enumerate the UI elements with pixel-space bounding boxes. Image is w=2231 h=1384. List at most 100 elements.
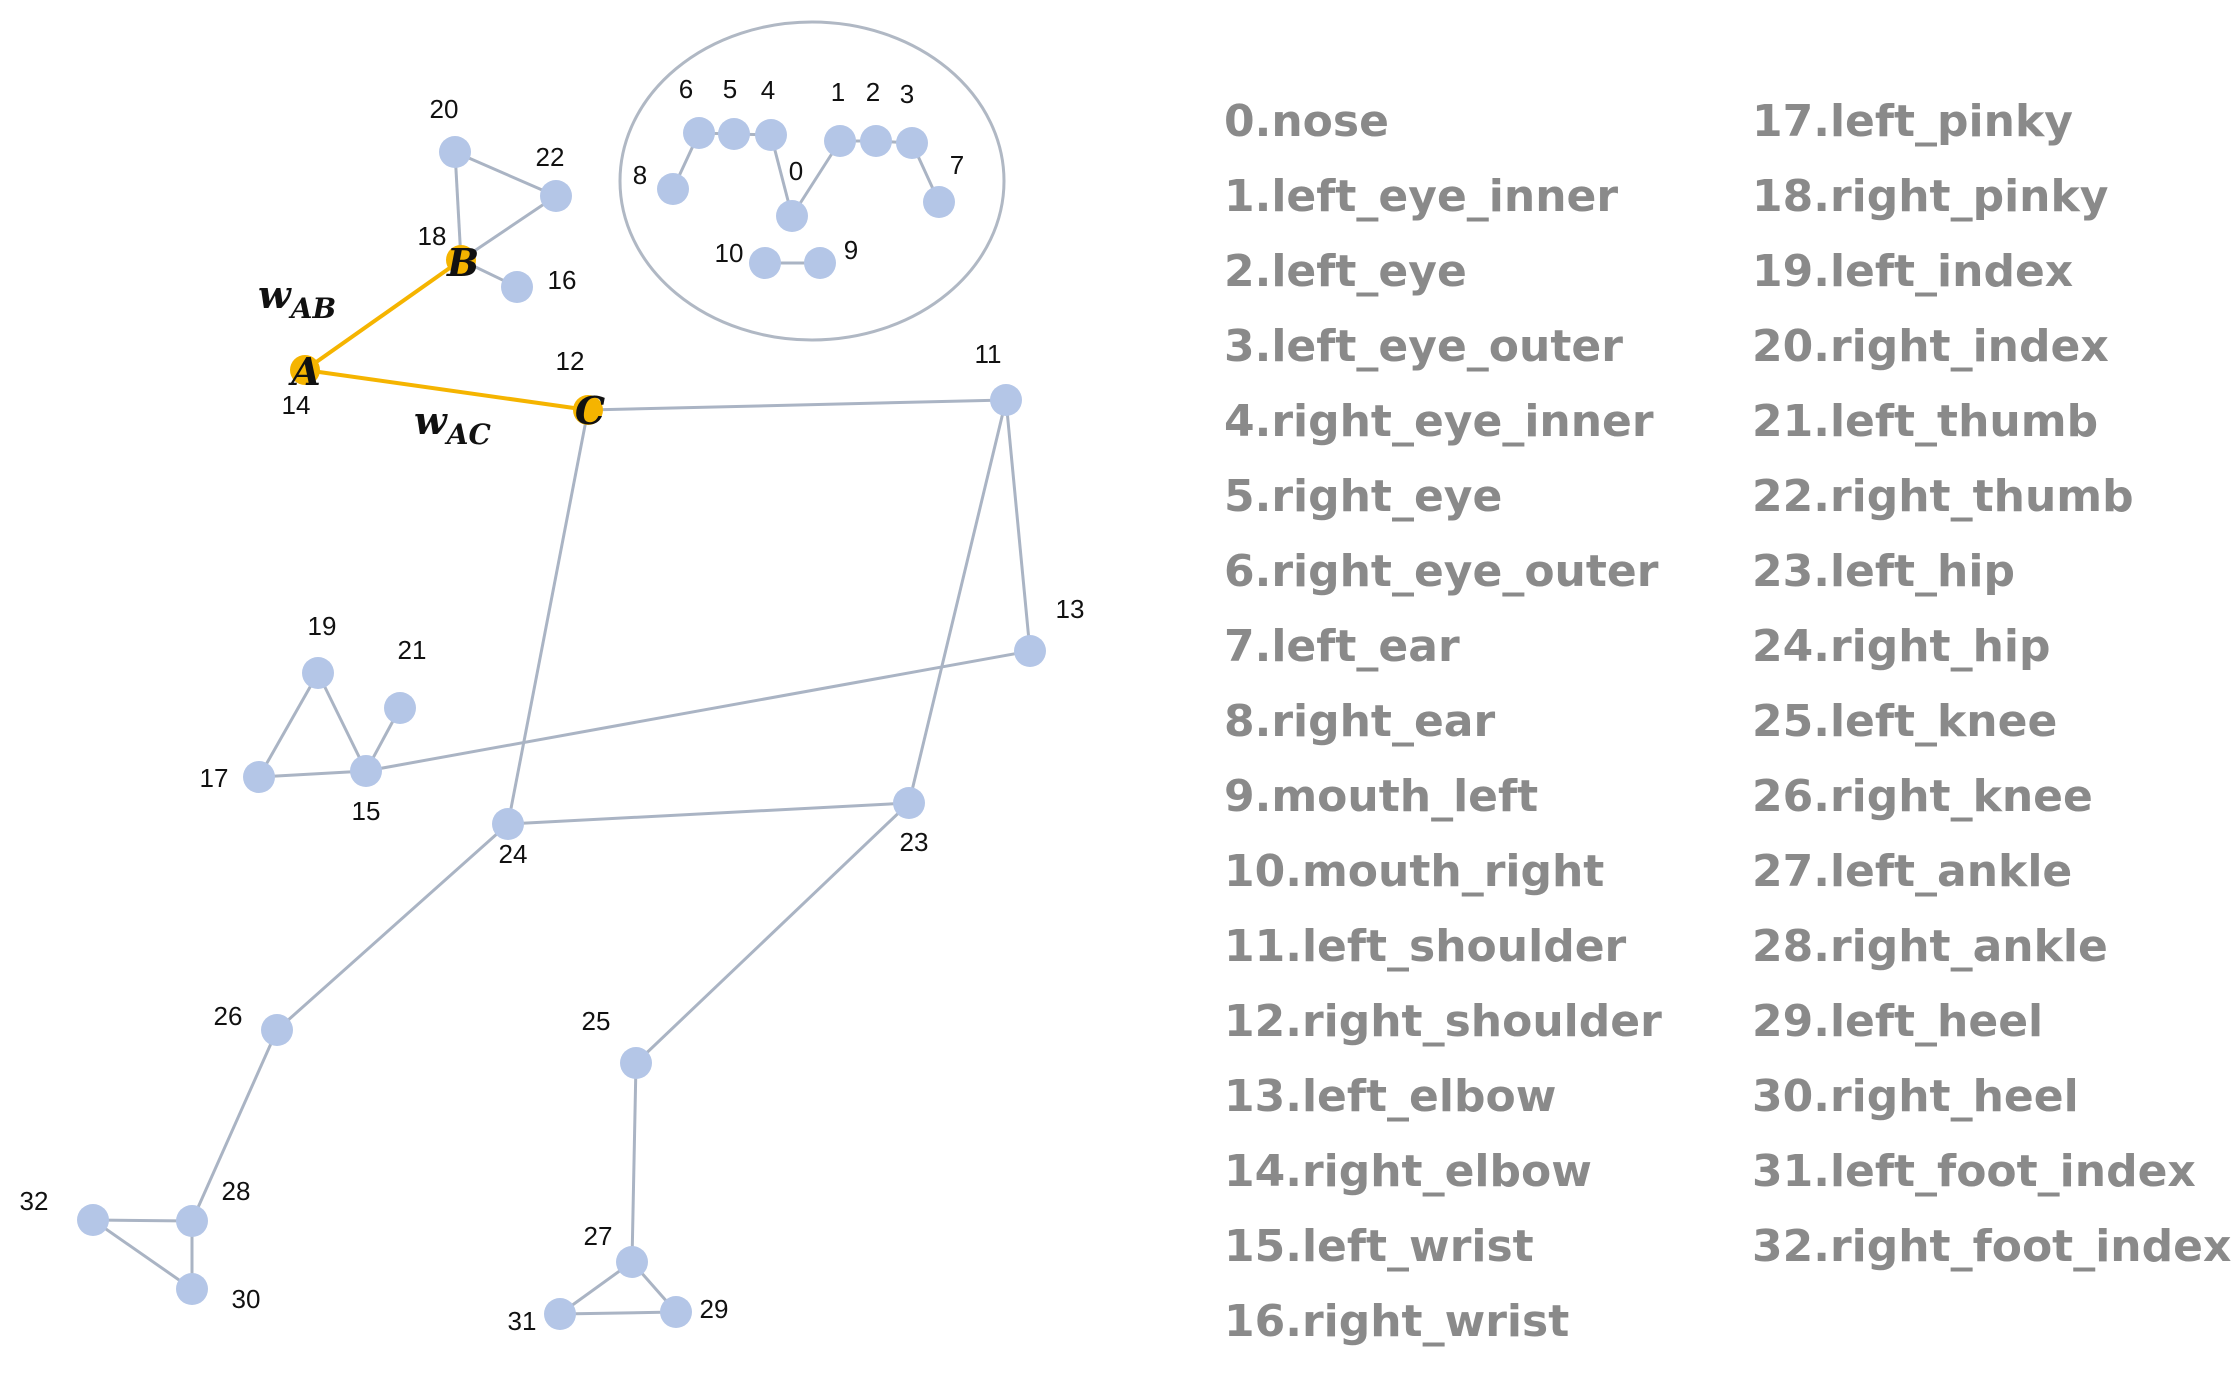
legend-item-right-9: 26.right_knee	[1752, 771, 2093, 822]
weight-ab-subscript: AB	[288, 292, 336, 325]
node-26	[261, 1014, 293, 1046]
legend-item-left-14: 14.right_elbow	[1224, 1146, 1592, 1197]
node-24	[492, 808, 524, 840]
node-20	[439, 136, 471, 168]
legend-item-right-11: 28.right_ankle	[1752, 921, 2108, 972]
legend-item-left-13: 13.left_elbow	[1224, 1071, 1557, 1122]
edge-20-18	[453, 151, 463, 261]
edge-28-32	[92, 1218, 193, 1223]
edge-layer	[92, 131, 1032, 1316]
node-4	[755, 119, 787, 151]
node-32	[77, 1204, 109, 1236]
node-label-5: 5	[723, 74, 737, 104]
highlight-edge-14-18	[303, 258, 463, 372]
node-label-10: 10	[715, 238, 744, 268]
node-label-19: 19	[308, 611, 337, 641]
node-17	[243, 761, 275, 793]
edge-12-24	[506, 409, 590, 825]
node-label-18: 18	[418, 221, 447, 251]
node-8	[657, 173, 689, 205]
legend-item-right-13: 30.right_heel	[1752, 1071, 2079, 1122]
node-label-4: 4	[761, 75, 775, 105]
edge-20-22	[454, 150, 557, 198]
node-label-23: 23	[900, 827, 929, 857]
weight-label-ac: wAC	[414, 398, 491, 451]
face-region-ellipse	[618, 20, 1006, 342]
legend-item-right-0: 17.left_pinky	[1752, 96, 2073, 147]
node-label-6: 6	[679, 74, 693, 104]
highlight-node-12	[573, 395, 603, 425]
node-label-31: 31	[508, 1306, 537, 1336]
weight-ac-subscript: AC	[444, 418, 492, 451]
node-label-8: 8	[633, 160, 647, 190]
node-label-29: 29	[700, 1294, 729, 1324]
legend-item-left-8: 8.right_ear	[1224, 696, 1496, 747]
node-label-30: 30	[232, 1284, 261, 1314]
highlight-node-18	[446, 245, 476, 275]
node-15	[350, 755, 382, 787]
edge-13-15	[365, 649, 1031, 773]
node-label-24: 24	[499, 839, 528, 869]
edge-12-11	[587, 398, 1007, 412]
legend-item-left-3: 3.left_eye_outer	[1224, 321, 1623, 372]
node-0	[776, 200, 808, 232]
node-label-17: 17	[200, 763, 229, 793]
edge-19-15	[316, 672, 368, 772]
node-letter-C: C	[575, 388, 605, 433]
legend-item-right-10: 27.left_ankle	[1752, 846, 2073, 897]
node-label-16: 16	[548, 265, 577, 295]
legend-item-right-2: 19.left_index	[1752, 246, 2074, 297]
legend-item-right-4: 21.left_thumb	[1752, 396, 2099, 447]
node-10	[749, 247, 781, 279]
node-letter-A: A	[288, 349, 320, 394]
edge-22-18	[460, 194, 557, 262]
legend-item-right-12: 29.left_heel	[1752, 996, 2044, 1047]
edge-29-31	[559, 1310, 677, 1316]
node-21	[384, 692, 416, 724]
legend-item-left-7: 7.left_ear	[1224, 621, 1460, 672]
node-label-3: 3	[900, 79, 914, 109]
edge-24-23	[507, 801, 910, 826]
node-label-0: 0	[789, 156, 803, 186]
weight-ab-symbol: w	[258, 272, 292, 317]
node-1	[824, 125, 856, 157]
node-6	[683, 117, 715, 149]
edge-26-28	[190, 1029, 279, 1222]
legend-item-right-15: 32.right_foot_index	[1752, 1221, 2231, 1272]
node-label-25: 25	[582, 1006, 611, 1036]
edge-17-19	[257, 672, 320, 778]
node-30	[176, 1273, 208, 1305]
node-19	[302, 657, 334, 689]
highlight-node-14	[290, 355, 320, 385]
node-28	[176, 1205, 208, 1237]
node-label-7: 7	[950, 150, 964, 180]
node-label-22: 22	[536, 142, 565, 172]
node-label-11: 11	[975, 339, 1002, 369]
legend-item-left-10: 10.mouth_right	[1224, 846, 1605, 897]
node-31	[544, 1298, 576, 1330]
edge-11-13	[1004, 399, 1032, 652]
node-16	[501, 271, 533, 303]
edge-24-26	[276, 822, 509, 1032]
edge-32-30	[92, 1218, 193, 1291]
legend-item-right-5: 22.right_thumb	[1752, 471, 2134, 522]
node-22	[540, 180, 572, 212]
edge-25-27	[630, 1062, 638, 1263]
legend-item-right-14: 31.left_foot_index	[1752, 1146, 2196, 1197]
node-7	[923, 186, 955, 218]
weight-ac-symbol: w	[414, 398, 448, 443]
node-29	[660, 1296, 692, 1328]
legend-item-left-6: 6.right_eye_outer	[1224, 546, 1659, 597]
node-2	[860, 125, 892, 157]
node-label-14: 14	[282, 390, 311, 420]
edge-23-25	[634, 801, 911, 1065]
legend-item-left-15: 15.left_wrist	[1224, 1221, 1534, 1272]
legend-item-right-7: 24.right_hip	[1752, 621, 2051, 672]
node-label-27: 27	[584, 1221, 613, 1251]
edge-11-23	[907, 399, 1008, 804]
node-layer	[77, 117, 1046, 1330]
legend-item-right-8: 25.left_knee	[1752, 696, 2058, 747]
